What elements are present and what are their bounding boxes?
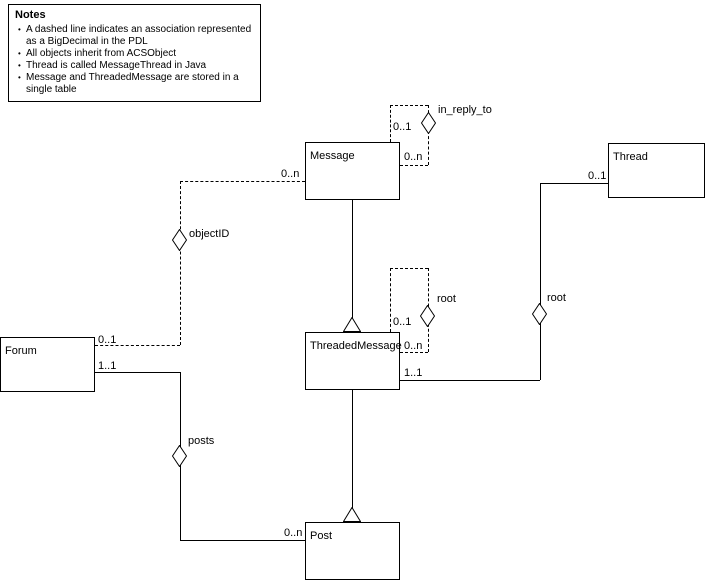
multiplicity: 0..1 bbox=[393, 316, 412, 328]
generalization-triangle-icon bbox=[342, 316, 362, 332]
in-reply-to-line-segment bbox=[390, 105, 391, 142]
generalization-line-message-threadedmessage bbox=[352, 200, 353, 332]
root-self-diamond-icon bbox=[419, 304, 436, 328]
objectid-diamond-icon bbox=[171, 228, 188, 252]
generalization-line-threadedmessage-post bbox=[352, 390, 353, 522]
multiplicity: 1..1 bbox=[98, 360, 117, 372]
notes-box: Notes A dashed line indicates an associa… bbox=[8, 4, 261, 102]
multiplicity: 0..n bbox=[281, 168, 300, 180]
thread-root-diamond-icon bbox=[531, 302, 548, 326]
thread-root-line-segment bbox=[540, 183, 541, 380]
multiplicity: 1..1 bbox=[404, 367, 423, 379]
association-label-posts: posts bbox=[188, 435, 215, 447]
notes-title: Notes bbox=[15, 9, 46, 21]
in-reply-to-line-segment bbox=[390, 105, 428, 106]
note-item: Message and ThreadedMessage are stored i… bbox=[15, 72, 253, 96]
thread-root-line-segment bbox=[540, 183, 608, 184]
posts-diamond-icon bbox=[171, 444, 188, 468]
multiplicity: 0..n bbox=[284, 527, 303, 539]
multiplicity: 0..n bbox=[404, 340, 423, 352]
post-entity: Post bbox=[305, 522, 400, 580]
posts-line-segment bbox=[95, 372, 180, 373]
multiplicity: 0..1 bbox=[393, 121, 412, 133]
in-reply-to-line-segment bbox=[428, 105, 429, 165]
multiplicity: 0..n bbox=[404, 151, 423, 163]
generalization-triangle-icon bbox=[342, 506, 362, 522]
root-self-line-segment bbox=[390, 268, 428, 269]
root-self-line-segment bbox=[400, 352, 428, 353]
objectid-line-segment bbox=[180, 181, 181, 345]
objectid-line-segment bbox=[180, 181, 305, 182]
multiplicity: 0..1 bbox=[588, 170, 607, 182]
thread-root-line-segment bbox=[400, 380, 540, 381]
root-self-line-segment bbox=[390, 268, 391, 332]
association-label-root-thread: root bbox=[547, 292, 566, 304]
message-entity: Message bbox=[305, 142, 400, 200]
forum-entity: Forum bbox=[0, 337, 95, 392]
note-item: Thread is called MessageThread in Java bbox=[15, 60, 253, 72]
note-item: A dashed line indicates an association r… bbox=[15, 24, 253, 48]
posts-line-segment bbox=[180, 540, 305, 541]
association-label-root-self: root bbox=[437, 293, 456, 305]
association-label-in-reply-to: in_reply_to bbox=[438, 104, 492, 116]
thread-entity: Thread bbox=[608, 143, 705, 198]
threaded-message-entity: ThreadedMessage bbox=[305, 332, 402, 390]
association-label-objectid: objectID bbox=[189, 228, 230, 240]
in-reply-to-diamond-icon bbox=[420, 111, 437, 135]
objectid-line-segment bbox=[95, 345, 180, 346]
in-reply-to-line-segment bbox=[400, 165, 428, 166]
note-item: All objects inherit from ACSObject bbox=[15, 48, 253, 60]
multiplicity: 0..1 bbox=[98, 334, 117, 346]
